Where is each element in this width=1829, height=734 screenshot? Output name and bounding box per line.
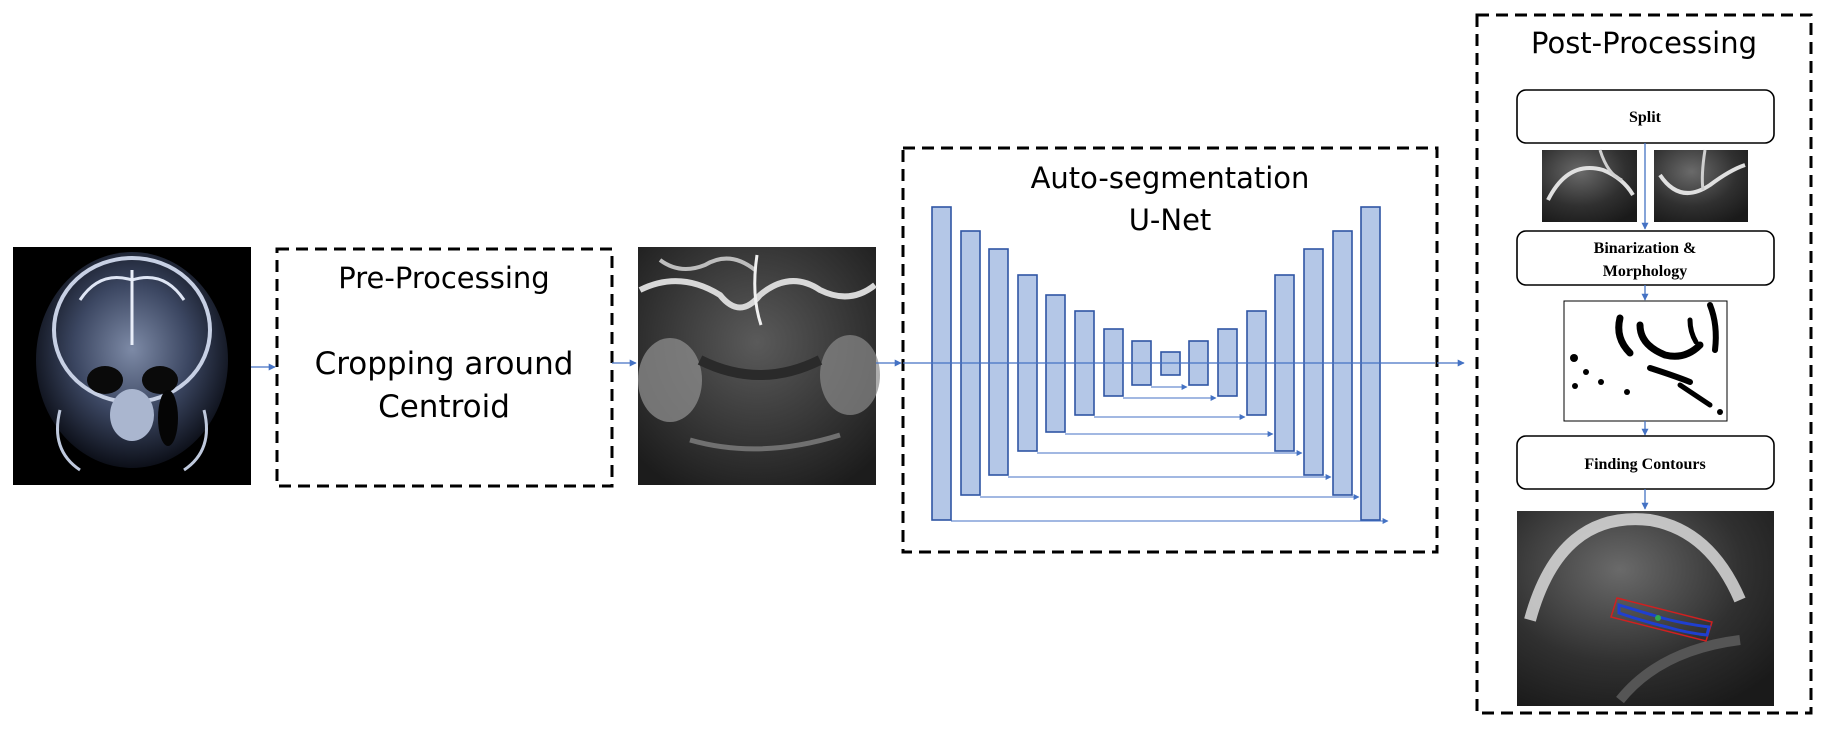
segmentation-subtitle: U-Net	[1129, 203, 1212, 237]
postprocessing-box: Post-Processing Split Binarization & Mor…	[1475, 13, 1813, 715]
unet-decoder-block-4	[1303, 248, 1324, 476]
binarization-label-line1: Binarization &	[1594, 240, 1697, 257]
postprocessing-title: Post-Processing	[1531, 26, 1757, 60]
unet-encoder-block-3	[988, 248, 1009, 476]
input-mri-image	[13, 247, 251, 485]
binary-mask-image	[1563, 300, 1728, 422]
preprocessing-line2: Centroid	[378, 389, 510, 425]
split-images	[1542, 149, 1748, 222]
preprocessing-line1: Cropping around	[315, 346, 574, 382]
split-step-label: Split	[1629, 109, 1662, 126]
preprocessing-box: Pre-Processing Cropping around Centroid	[275, 247, 614, 488]
contour-line	[1617, 602, 1711, 637]
cropped-mri-image	[638, 247, 880, 485]
bounding-box	[1610, 597, 1713, 642]
segmentation-box: Auto-segmentation U-Net	[901, 146, 1439, 554]
binarization-label-line2: Morphology	[1603, 263, 1687, 280]
contours-step-label: Finding Contours	[1584, 456, 1705, 473]
preprocessing-title: Pre-Processing	[338, 261, 549, 295]
segmentation-title: Auto-segmentation	[1031, 161, 1310, 195]
contour-result-image	[1517, 511, 1774, 706]
